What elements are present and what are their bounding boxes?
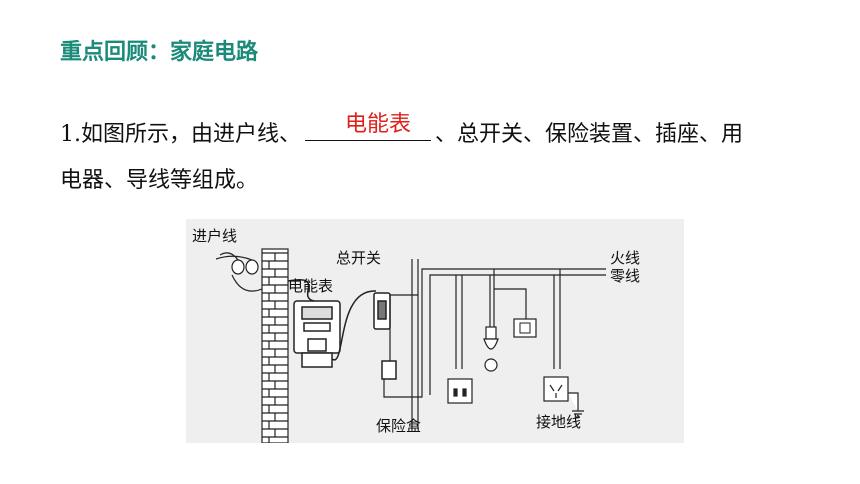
lamp-shape [483,326,499,372]
question-line-2: 电器、导线等组成。 [60,168,259,193]
brick-wall [261,248,289,443]
label-live-wire: 火线 [610,249,640,267]
circuit-diagram: 进户线 总开关 电能表 火线 零线 保险盒 接地线 [186,219,684,443]
answer-text: 电能表 [345,112,412,137]
insulators [215,252,263,292]
question-line-1: 1.如图所示，由进户线、 、总开关、保险装置、插座、用 [60,116,743,148]
outlet-three-pin [543,376,584,418]
electricity-meter-shape [293,300,341,368]
fuse-box-shape [381,360,397,380]
question-text-before: 1.如图所示，由进户线、 [60,122,301,147]
main-switch-shape [373,292,391,330]
question-text-after: 、总开关、保险装置、插座、用 [435,122,744,147]
label-main-switch: 总开关 [336,249,381,267]
label-neutral-wire: 零线 [610,267,640,285]
label-meter: 电能表 [288,277,333,295]
answer-blank [305,118,431,141]
label-fuse-box: 保险盒 [376,417,421,435]
label-ground-wire: 接地线 [536,413,581,431]
outlet-two-pin [447,378,473,404]
label-service-line: 进户线 [192,227,237,245]
slide-heading: 重点回顾：家庭电路 [60,40,259,65]
